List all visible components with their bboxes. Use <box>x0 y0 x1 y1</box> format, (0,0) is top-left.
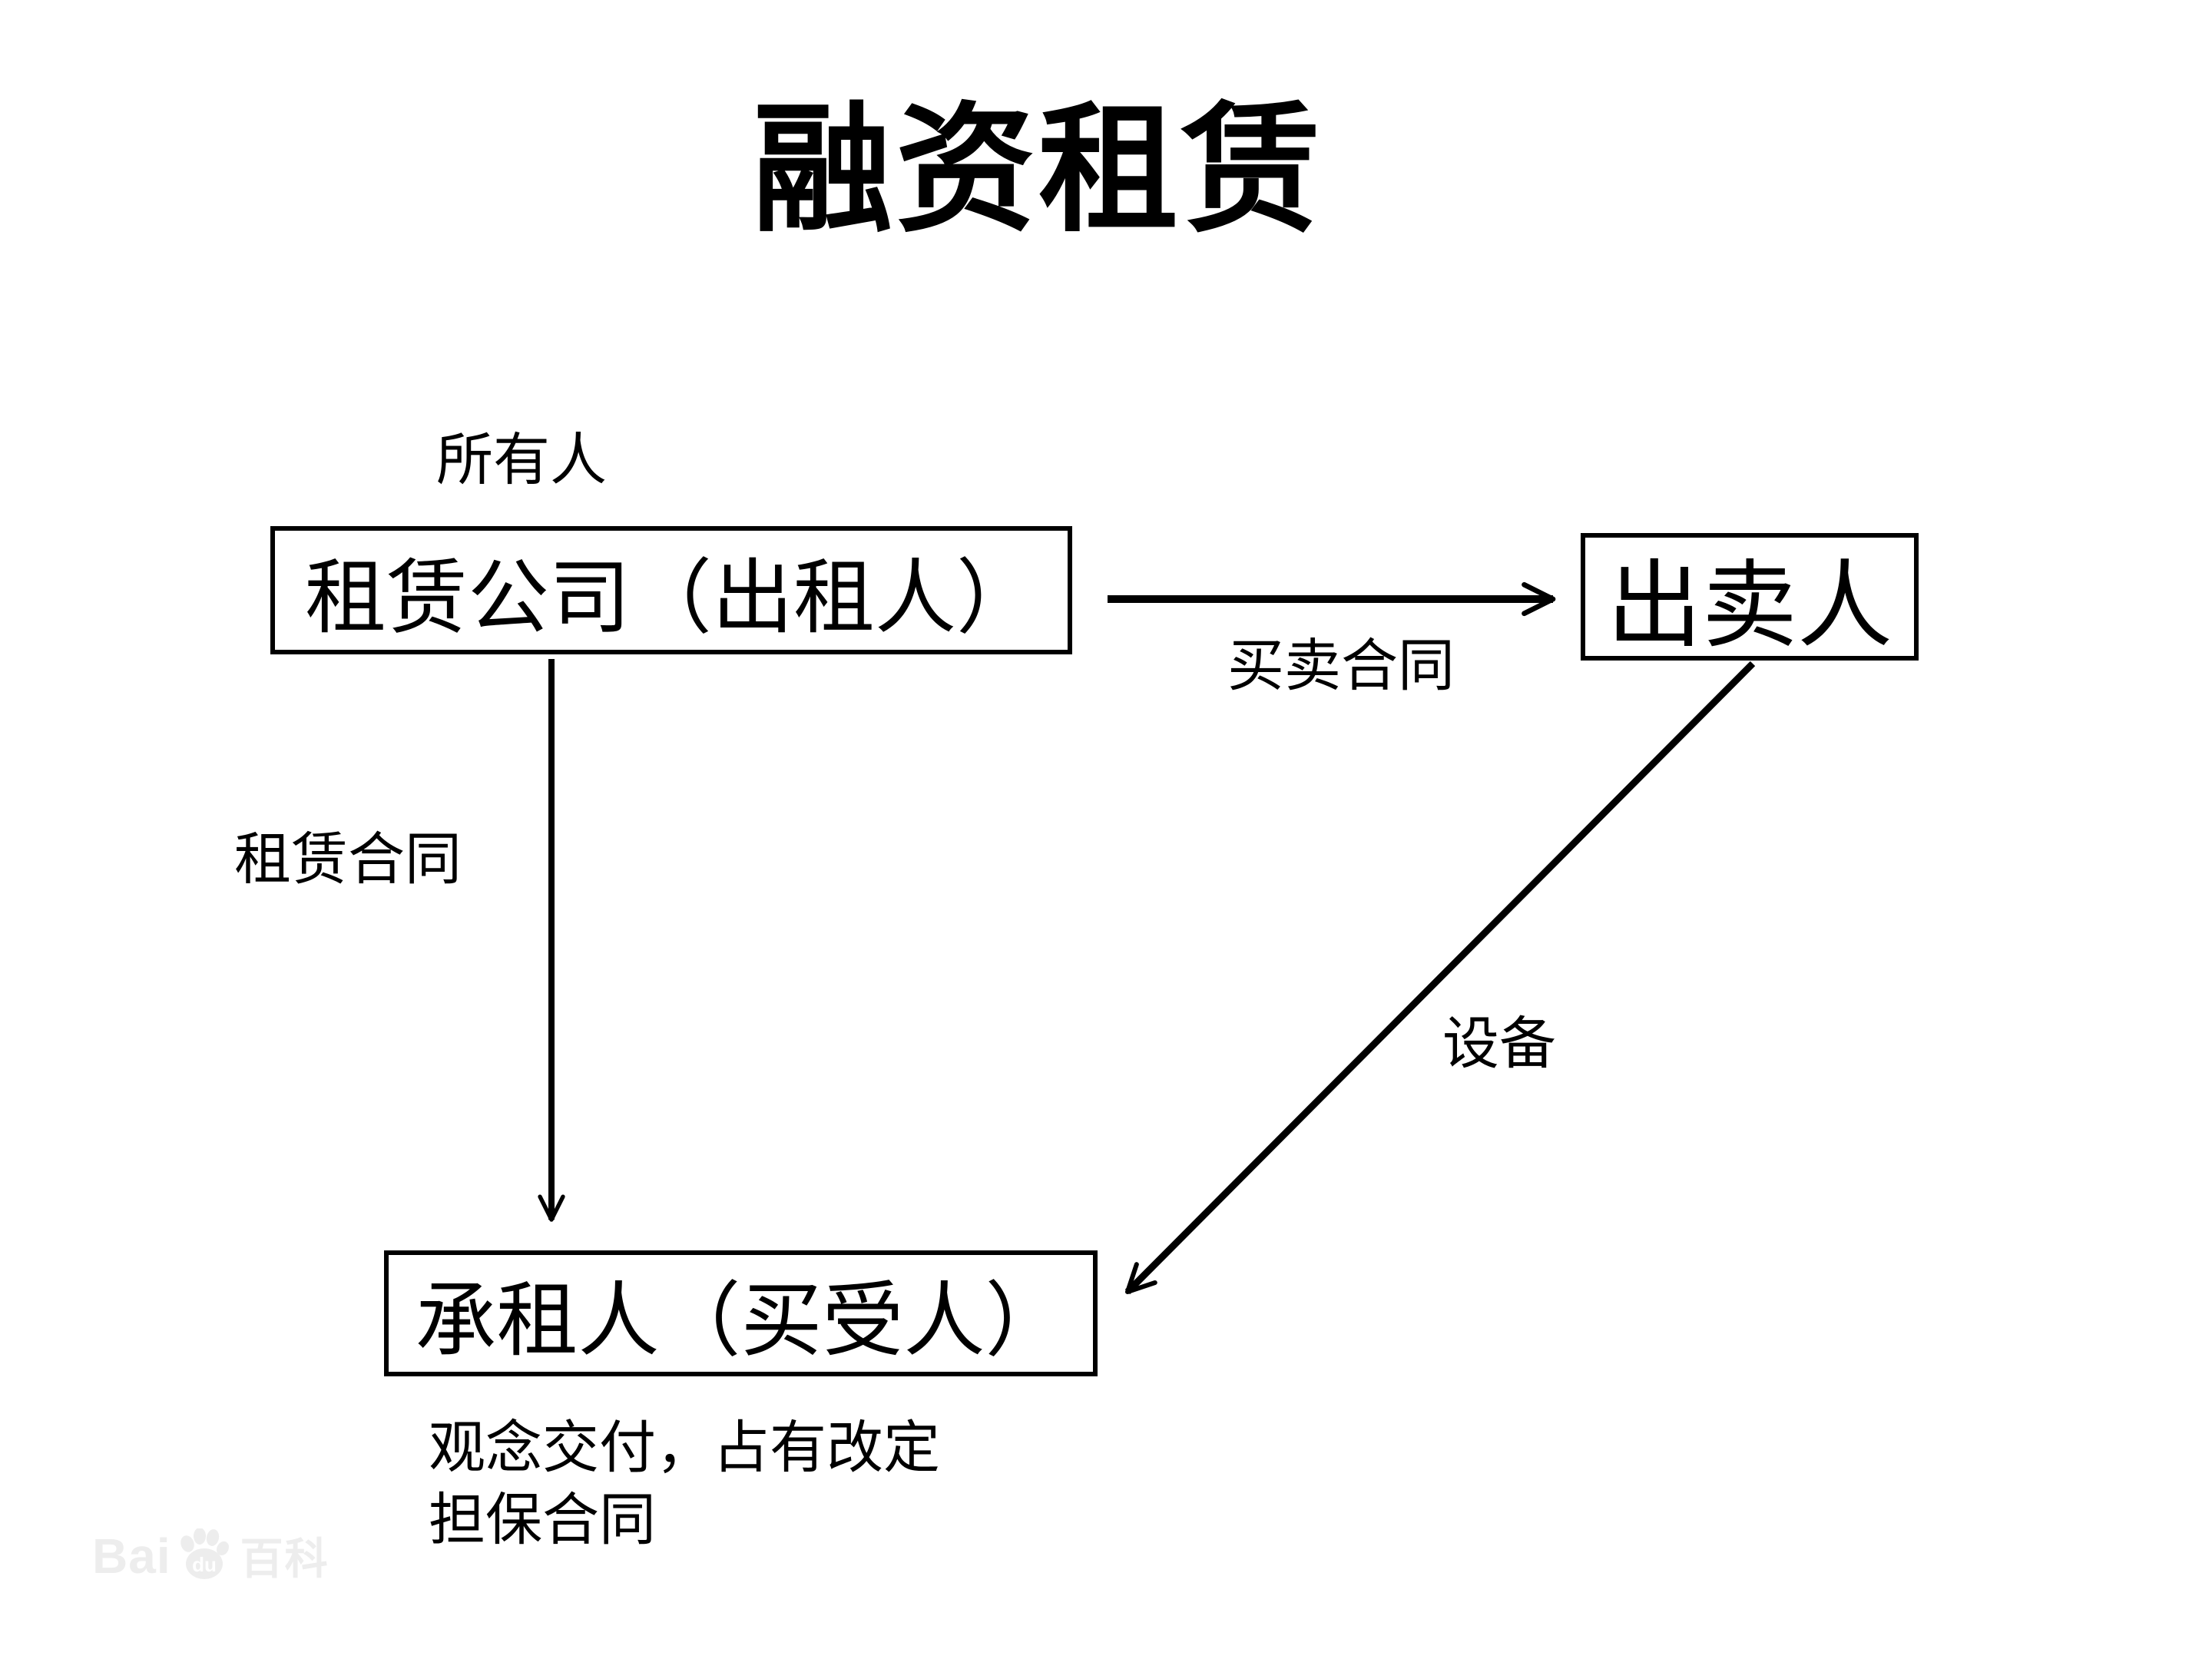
lessee-note-line1: 观念交付，占有改定 <box>429 1417 940 1480</box>
lessee-note-line2: 担保合同 <box>429 1489 656 1552</box>
owner-annotation: 所有人 <box>436 429 607 492</box>
node-lessor-box: 租赁公司（出租人） <box>270 526 1072 654</box>
node-lessor-label: 租赁公司（出租人） <box>305 553 1038 644</box>
lease-contract-label: 租赁合同 <box>234 829 462 892</box>
node-seller-box: 出卖人 <box>1581 533 1919 661</box>
equipment-label: 设备 <box>1442 1013 1556 1076</box>
baidu-baike-watermark: Bai du 百科 <box>92 1525 329 1587</box>
sale-contract-label: 买卖合同 <box>1227 635 1455 698</box>
equipment-arrow <box>1124 661 1756 1295</box>
node-lessee-label: 承租人（买受人） <box>415 1277 1067 1366</box>
node-seller-label: 出卖人 <box>1606 554 1892 659</box>
watermark-wordmark-text: 百科 <box>240 1535 329 1583</box>
node-lessee-box: 承租人（买受人） <box>384 1250 1098 1376</box>
watermark-brand-suffix-text: du <box>192 1553 217 1576</box>
watermark-brand-text: Bai <box>92 1528 171 1584</box>
baidu-paw-icon: du <box>180 1528 229 1579</box>
page-title: 融资租赁 <box>753 94 1324 249</box>
